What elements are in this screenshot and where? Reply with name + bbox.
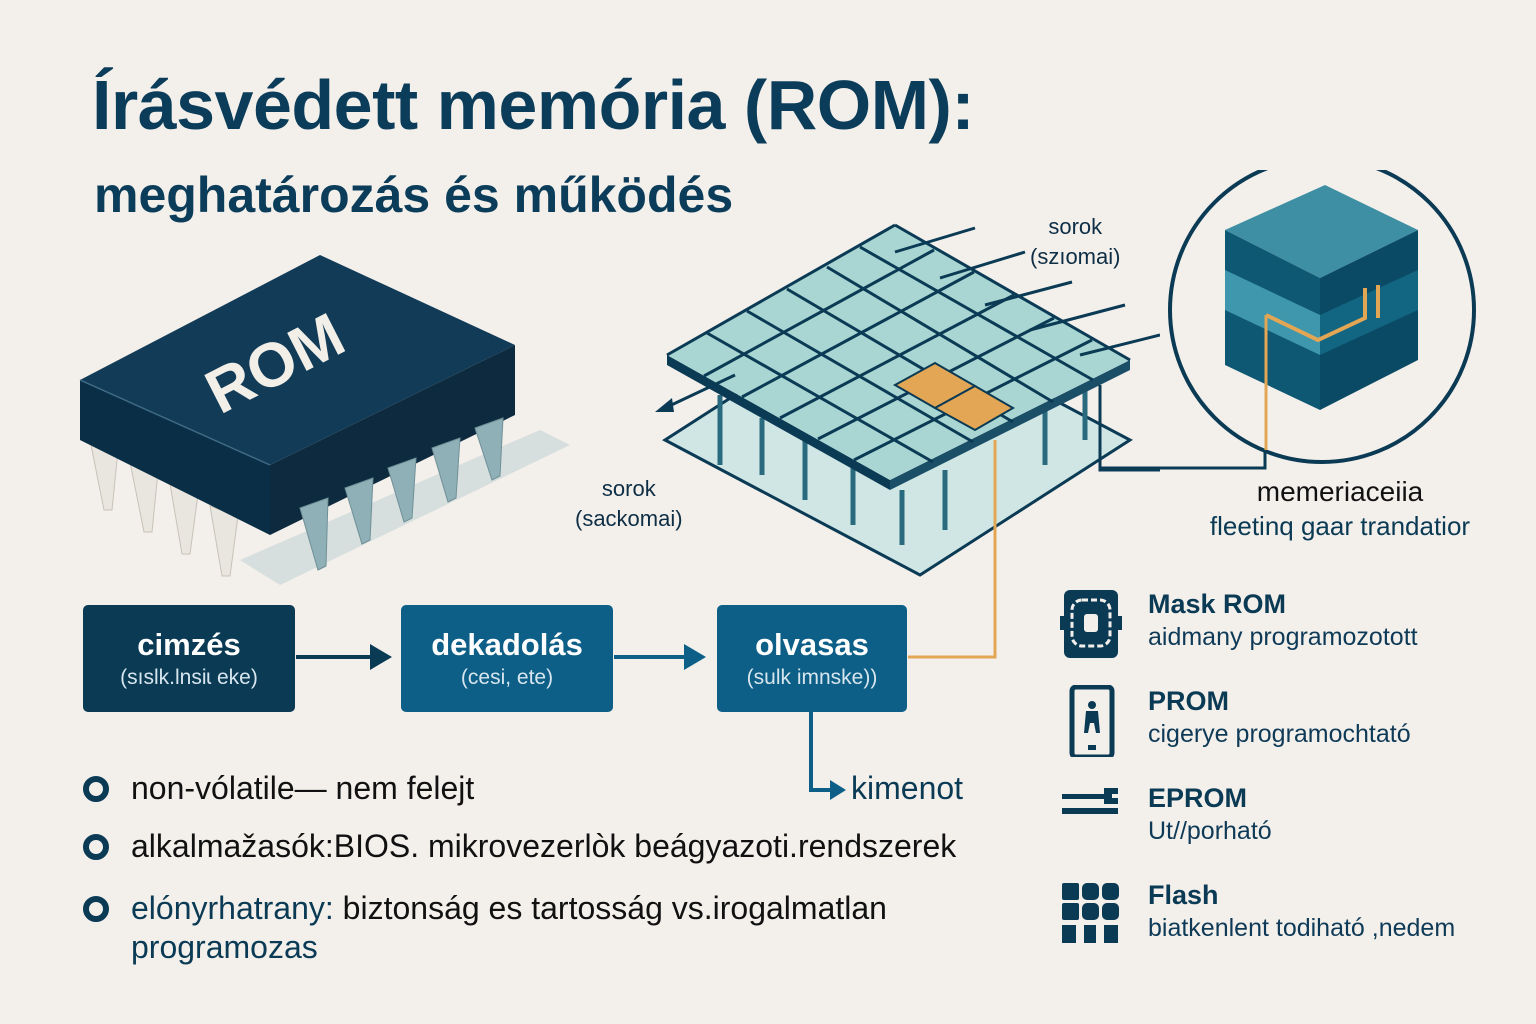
bullet-icon — [83, 776, 109, 802]
bullet-text: biztonság es tartosság vs.irogalmatlan — [333, 890, 887, 926]
bullet-item: non-vólatile — nem felejt — [83, 770, 956, 828]
flow-step-main: cimzés — [137, 626, 241, 662]
flow-step-reading: olvasas (sulk imnske)) — [717, 605, 907, 712]
memory-grid-illustration — [655, 223, 1160, 580]
rom-type-desc: cigerye programochtató — [1148, 720, 1411, 748]
rom-type-desc: aidmany programozotott — [1148, 623, 1418, 651]
block-grid-icon — [1062, 883, 1119, 943]
rom-type-name: Flash — [1148, 880, 1219, 910]
flow-step-sub: (sulk imnske)) — [746, 665, 878, 689]
grid-left-label-line2: (sackomai) — [575, 506, 683, 531]
bullet-lead: elónyrhatrany: — [131, 890, 334, 926]
rom-type-desc: biatkenlent todiható ,nedem — [1148, 914, 1456, 942]
rom-type-name: Mask ROM — [1148, 589, 1287, 619]
bullet-item: elónyrhatrany: biztonság es tartosság vs… — [83, 890, 956, 967]
bullet-lead: non-vólatile — [131, 770, 295, 806]
rom-type-item: PROM cigerye programochtató — [1060, 685, 1455, 782]
rom-chip-illustration: ROM — [79, 255, 570, 585]
bullet-text: — nem felejt — [294, 770, 475, 806]
cell-zoom-subtitle: fleetinq gaar trandatior — [1209, 511, 1471, 541]
rom-type-item: Flash biatkenlent todiható ,nedem — [1060, 879, 1455, 976]
flow-step-main: olvasas — [755, 626, 869, 662]
flow-step-main: dekadolás — [431, 626, 583, 662]
grid-top-label-line2: (szıomai) — [1030, 244, 1121, 269]
bullet-text: BIOS. mikrovezerlòk beágyazoti.rendszere… — [333, 828, 957, 864]
flow-output-label: kimenot — [851, 770, 964, 806]
bullet-continuation: programozas — [131, 929, 318, 965]
rom-type-desc: Ut//porható — [1148, 817, 1272, 845]
page-subtitle: meghatározás és működés — [94, 167, 734, 223]
bullet-item: alkalmažasók: BIOS. mikrovezerlòk beágya… — [83, 828, 956, 890]
grid-left-label-line1: sorok — [601, 476, 656, 501]
cell-zoom-circle — [1168, 170, 1476, 464]
bullet-icon — [83, 834, 109, 860]
cell-zoom-caption: memeriaceiia fleetinq gaar trandatior — [1160, 475, 1520, 543]
rom-type-item: EPROM Ut//porható — [1060, 782, 1455, 879]
bullet-lead: alkalmažasók: — [131, 828, 334, 864]
bullet-icon — [83, 896, 109, 922]
rom-type-name: PROM — [1148, 686, 1229, 716]
grid-top-label-line1: sorok — [1048, 214, 1103, 239]
flow-step-sub: (cesi, ete) — [460, 665, 554, 689]
rom-type-item: Mask ROM aidmany programozotott — [1060, 588, 1455, 685]
flow-step-addressing: cimzés (sıslk.lnsiɩ eke) — [83, 605, 295, 712]
mask-chip-icon — [1060, 590, 1122, 658]
cell-zoom-title: memeriaceiia — [1256, 476, 1424, 507]
page-title: Írásvédett memória (ROM): — [92, 66, 975, 144]
grid-top-label: sorok (szıomai) — [1030, 212, 1120, 272]
rom-types-list: Mask ROM aidmany programozotott PROM cig… — [1060, 588, 1455, 976]
bullet-list: non-vólatile — nem felejt alkalmažasók: … — [83, 770, 956, 967]
rom-type-name: EPROM — [1148, 783, 1248, 813]
eraser-lines-icon — [1062, 788, 1118, 814]
flow-step-decoding: dekadolás (cesi, ete) — [401, 605, 613, 712]
phone-person-icon — [1069, 685, 1115, 757]
grid-left-label: sorok (sackomai) — [575, 474, 683, 534]
flow-step-sub: (sıslk.lnsiɩ eke) — [120, 665, 258, 689]
